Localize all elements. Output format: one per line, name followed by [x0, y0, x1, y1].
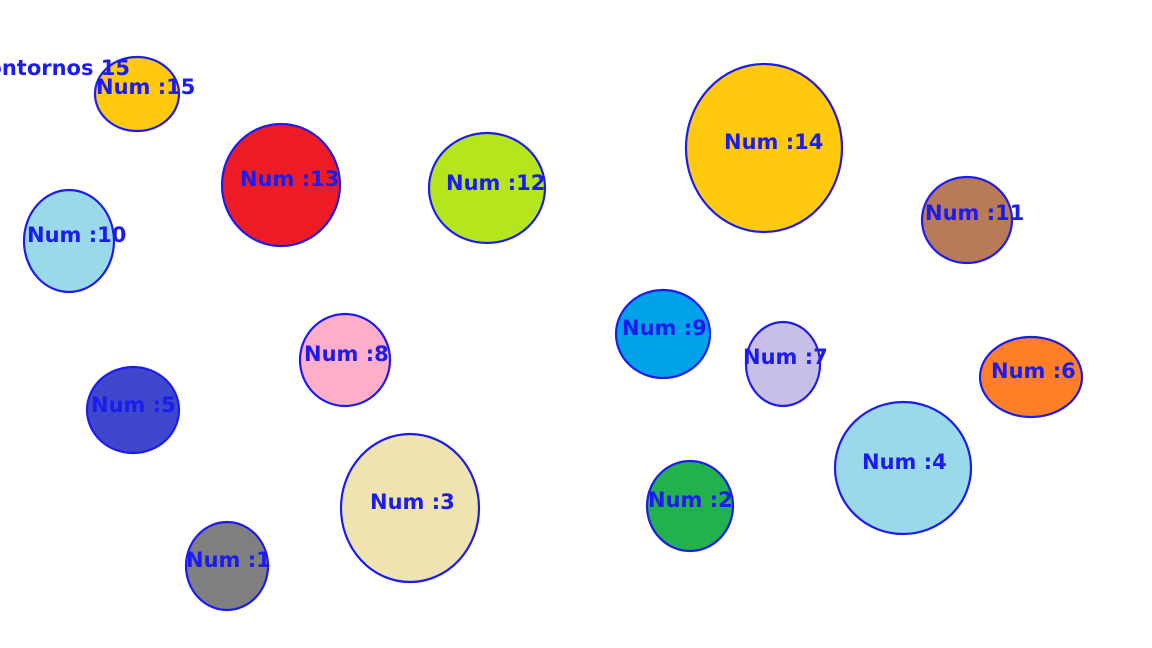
contour-item: Num :10 [22, 188, 126, 294]
contour-circle [339, 432, 481, 584]
contour-item: Num :4 [833, 400, 973, 536]
contour-label: Num :4 [862, 450, 947, 474]
contour-item: Num :9 [614, 288, 712, 380]
contour-item: Num :7 [743, 320, 828, 408]
contour-circle [298, 312, 392, 408]
contour-label: Num :15 [96, 75, 195, 99]
contour-label: Num :8 [304, 342, 389, 366]
contour-item: Num :14 [684, 62, 844, 234]
contour-circle [978, 335, 1084, 419]
contour-item: Num :6 [978, 335, 1084, 419]
contour-item: Num :11 [920, 175, 1024, 265]
contour-item: Num :3 [339, 432, 481, 584]
contour-label: Num :2 [648, 488, 733, 512]
contour-item: Num :15 [93, 55, 195, 133]
contour-label: Num :5 [91, 393, 176, 417]
contour-circle [427, 131, 547, 245]
contour-label: Num :14 [724, 130, 823, 154]
contour-item: Num :12 [427, 131, 547, 245]
contour-circle [833, 400, 973, 536]
contour-item: Num :13 [220, 122, 342, 248]
contour-label: Num :3 [370, 490, 455, 514]
contour-item: Num :2 [645, 459, 735, 553]
contour-circle [220, 122, 342, 248]
contour-label: Num :13 [240, 167, 339, 191]
contour-circle [920, 175, 1014, 265]
contour-circle [614, 288, 712, 380]
contour-label: Num :6 [991, 359, 1076, 383]
contour-circle [93, 55, 181, 133]
contour-item: Num :1 [184, 520, 271, 612]
contour-circle [744, 320, 822, 408]
contour-label: Num :10 [27, 223, 126, 247]
contour-circle [645, 459, 735, 553]
contour-circle [85, 365, 181, 455]
contour-label: Num :11 [925, 201, 1024, 225]
contour-item: Num :8 [298, 312, 392, 408]
contour-count-text: Contornos 15 [0, 56, 130, 80]
contour-circle [684, 62, 844, 234]
contour-circle [22, 188, 116, 294]
contour-label: Num :1 [186, 548, 271, 572]
contour-label: Num :7 [743, 345, 828, 369]
contour-circle [184, 520, 270, 612]
contour-item: Num :5 [85, 365, 181, 455]
contour-label: Num :12 [446, 171, 545, 195]
contour-label: Num :9 [622, 316, 707, 340]
